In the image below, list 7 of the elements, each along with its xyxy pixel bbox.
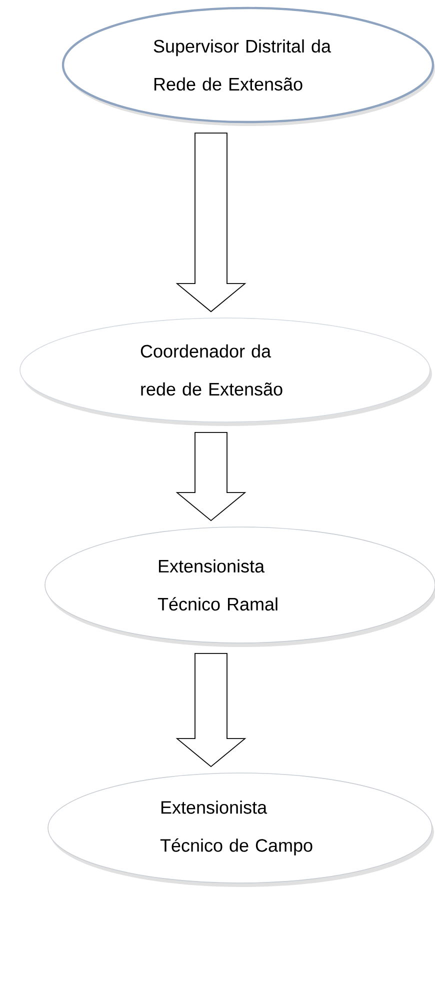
ellipse-node: Extensionista Técnico de Campo <box>48 772 434 887</box>
block-arrow <box>176 652 246 768</box>
block-arrow <box>176 432 246 522</box>
ellipse-node: Coordenador da rede de Extensão <box>20 318 432 426</box>
ellipse-node: Supervisor Distrital da Rede de Extensão <box>62 6 435 126</box>
block-arrow <box>176 132 246 312</box>
ellipse-node: Extensionista Técnico Ramal <box>44 526 435 647</box>
